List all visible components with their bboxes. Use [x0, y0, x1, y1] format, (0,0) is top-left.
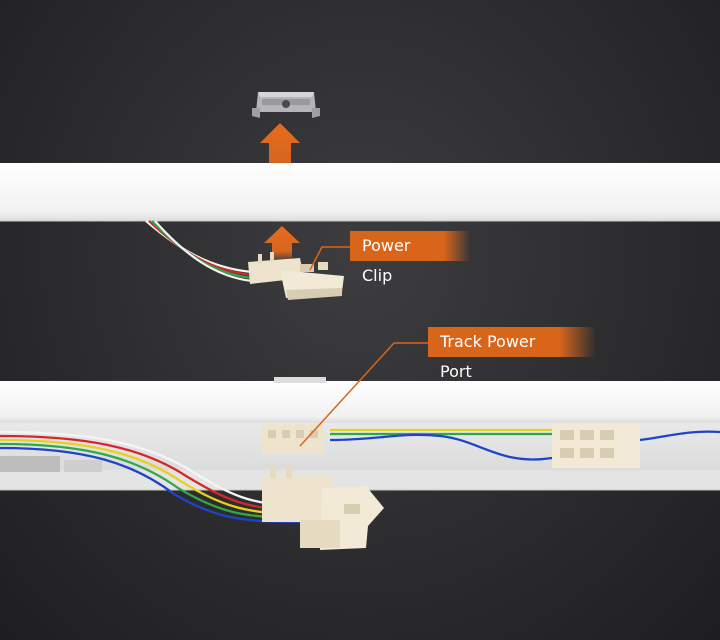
track-wires	[0, 428, 720, 524]
arrow-up-icon	[264, 226, 300, 262]
power-clip-label: Power Clip	[362, 236, 411, 285]
track-power-port	[262, 424, 324, 454]
lower-track-rail	[0, 381, 720, 423]
power-clip-callout-bg	[350, 231, 470, 261]
inline-connector	[552, 424, 640, 468]
track-power-port-callout-bg	[428, 327, 596, 357]
power-clip-wires	[145, 220, 253, 283]
track-power-port-label: Track Power Port	[440, 332, 536, 381]
power-clip-connector	[248, 252, 344, 300]
power-feed-connector	[262, 466, 384, 550]
upper-track-rail	[0, 163, 720, 221]
clip-bracket-icon	[252, 92, 320, 118]
